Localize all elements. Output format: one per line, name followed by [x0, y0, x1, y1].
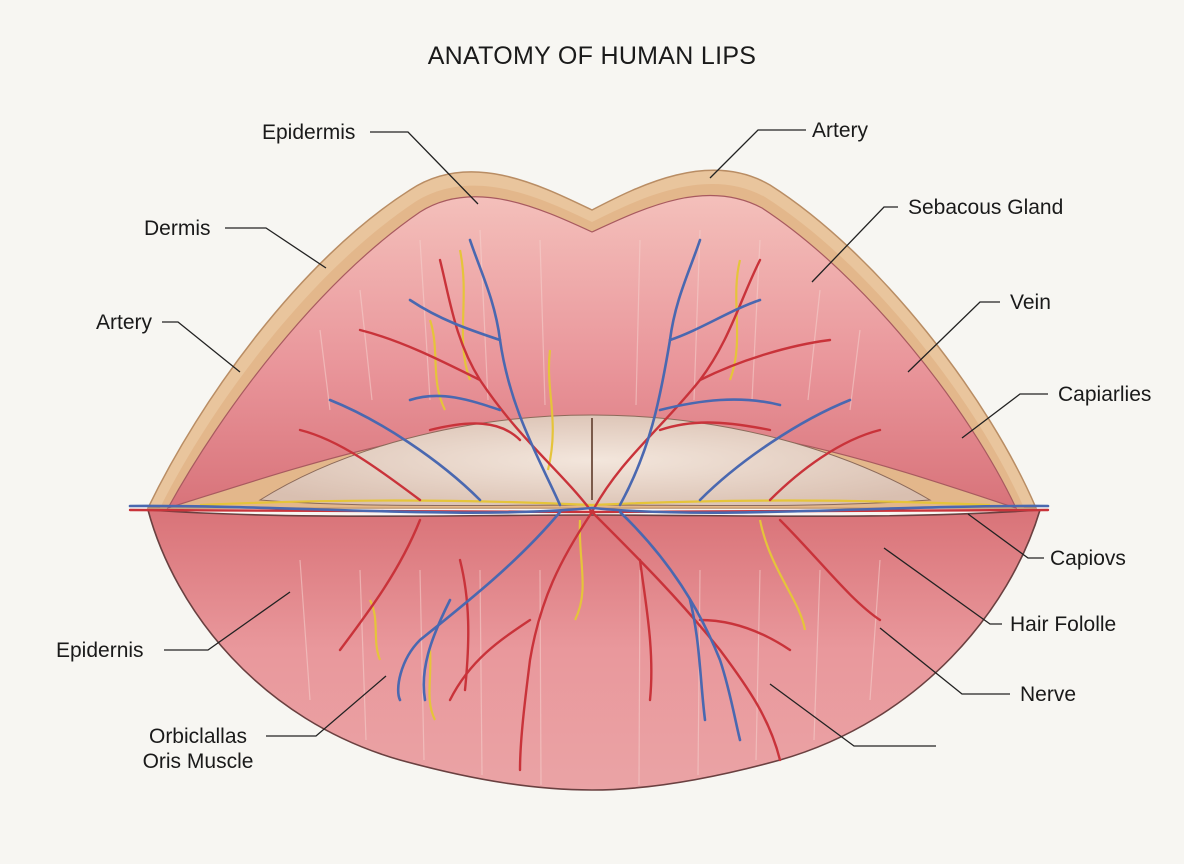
- diagram-title: ANATOMY OF HUMAN LIPS: [427, 42, 757, 70]
- label-epidermis-bottom: Epidernis: [56, 639, 144, 662]
- label-artery-top: Artery: [812, 119, 869, 142]
- label-nerve: Nerve: [1020, 683, 1077, 706]
- arteries: [128, 258, 1050, 772]
- label-capillaries: Capiarlies: [1058, 383, 1152, 406]
- lip-texture: [299, 229, 881, 786]
- leader-lines: [162, 129, 1048, 747]
- label-dermis: Dermis: [144, 217, 211, 240]
- lower-lip: [146, 509, 1042, 791]
- nerves: [199, 249, 991, 721]
- veins: [128, 238, 1050, 742]
- label-sebaceous-gland: Sebacous Gland: [908, 196, 1064, 219]
- label-orbicularis-line2: Oris Muscle: [142, 750, 254, 773]
- label-capiovs: Capiovs: [1050, 547, 1126, 570]
- label-artery-left: Artery: [96, 311, 153, 334]
- label-vein: Vein: [1010, 291, 1051, 314]
- label-orbicularis-line1: Orbiclallas: [148, 725, 248, 748]
- label-epidermis-top: Epidermis: [262, 121, 356, 144]
- label-orbicularis-oris: Orbiclallas Oris Muscle: [118, 724, 278, 774]
- inner-mouth: [258, 414, 932, 507]
- label-hair-follicle: Hair Fololle: [1010, 613, 1117, 636]
